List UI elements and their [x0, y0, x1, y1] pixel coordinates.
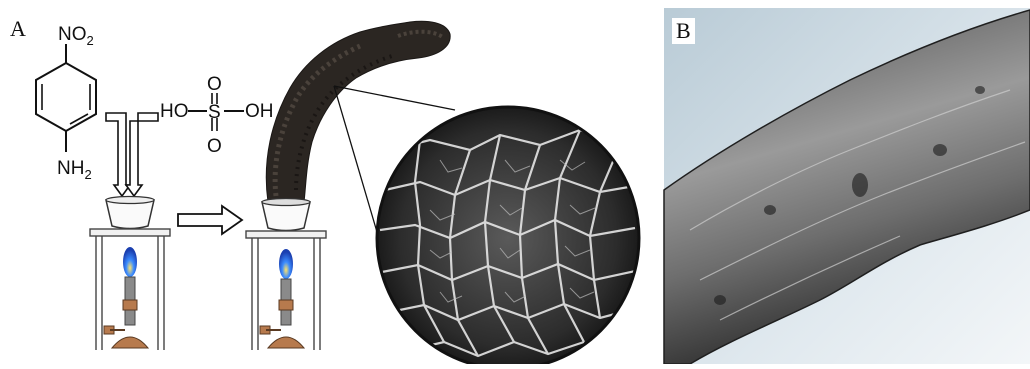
- nitroaniline-structure: NO2 NH2: [36, 24, 96, 182]
- nitro-group-label: NO: [58, 24, 87, 45]
- sulfuric-acid-structure: HO S OH O O: [160, 74, 274, 157]
- sulfuric-right-oh: OH: [245, 101, 274, 122]
- setup-before: [90, 197, 170, 351]
- panel-b-photo: [664, 8, 1030, 364]
- funnel-arrow-icon: [106, 113, 158, 196]
- svg-text:NO2: NO2: [58, 24, 94, 48]
- sulfur-atom: S: [208, 102, 221, 123]
- sulfuric-top-oxygen: O: [207, 74, 222, 95]
- panel-b-label: B: [672, 18, 695, 44]
- bunsen-burner-icon: [104, 247, 148, 348]
- process-arrow-icon: [178, 206, 242, 234]
- sulfuric-bottom-oxygen: O: [207, 136, 222, 157]
- nitro-subscript: 2: [87, 33, 94, 48]
- svg-text:NH2: NH2: [57, 158, 92, 182]
- bunsen-burner-icon: [260, 249, 304, 348]
- panel-a-label: A: [10, 16, 26, 42]
- amine-group-label: NH: [57, 158, 84, 179]
- crucible-icon: [262, 199, 310, 231]
- sulfuric-left-oh: HO: [160, 101, 189, 122]
- amine-subscript: 2: [84, 167, 91, 182]
- magnified-foam-icon: [377, 107, 650, 364]
- benzene-ring-icon: [36, 63, 96, 131]
- crucible-icon: [106, 197, 154, 229]
